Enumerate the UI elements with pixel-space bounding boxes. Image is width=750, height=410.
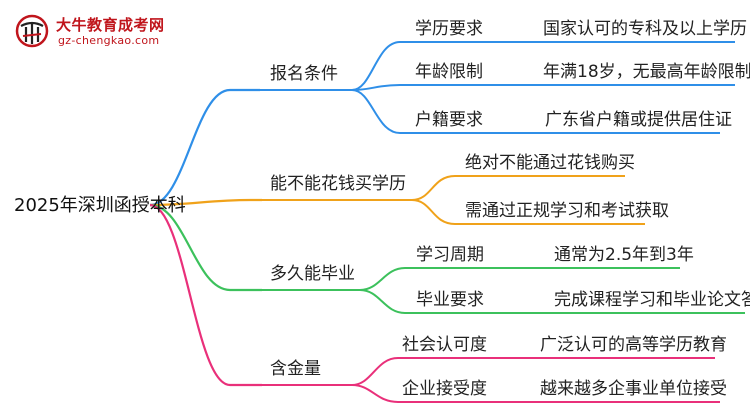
branch-3-label: 多久能毕业 bbox=[270, 264, 355, 284]
connector-root-3 bbox=[149, 203, 262, 292]
b1-item-1-value: 国家认可的专科及以上学历 bbox=[543, 19, 747, 39]
logo-title: 大牛教育成考网 bbox=[56, 16, 165, 34]
connector-root-4 bbox=[149, 203, 262, 387]
b1-item-2-value: 年满18岁，无最高年龄限制 bbox=[543, 62, 750, 82]
b1-item-2-key: 年龄限制 bbox=[415, 62, 483, 82]
connector-root-2 bbox=[149, 198, 262, 207]
b4-item-2-key: 企业接受度 bbox=[402, 379, 487, 399]
connector-b4-2 bbox=[351, 384, 720, 403]
connector-b1-2 bbox=[351, 84, 735, 91]
b3-item-2-value: 完成课程学习和毕业论文答辩 bbox=[554, 290, 750, 310]
b1-item-1-key: 学历要求 bbox=[415, 19, 483, 39]
b3-item-1-value: 通常为2.5年到3年 bbox=[554, 245, 694, 265]
branch-4-label: 含金量 bbox=[270, 359, 321, 379]
connector-b4-1 bbox=[351, 357, 715, 386]
b4-item-1-value: 广泛认可的高等学历教育 bbox=[540, 335, 727, 355]
connector-b2-1 bbox=[411, 175, 625, 201]
connector-b2-2 bbox=[411, 199, 645, 225]
b1-item-3-key: 户籍要求 bbox=[415, 110, 483, 130]
connector-b1-1 bbox=[351, 41, 735, 91]
logo-url: gz-chengkao.com bbox=[58, 34, 160, 47]
connector-root-1 bbox=[149, 88, 260, 207]
logo-mark-icon bbox=[15, 14, 49, 48]
b1-item-3-value: 广东省户籍或提供居住证 bbox=[545, 110, 732, 130]
b3-item-1-key: 学习周期 bbox=[416, 245, 484, 265]
branch-1-label: 报名条件 bbox=[270, 64, 338, 84]
b4-item-1-key: 社会认可度 bbox=[402, 335, 487, 355]
b2-item-1-value: 绝对不能通过花钱购买 bbox=[465, 153, 635, 173]
root-topic: 2025年深圳函授本科 bbox=[14, 195, 186, 216]
connector-b3-1 bbox=[359, 267, 680, 291]
connector-b1-3 bbox=[351, 89, 720, 134]
b3-item-2-key: 毕业要求 bbox=[416, 290, 484, 310]
b2-item-2-value: 需通过正规学习和考试获取 bbox=[465, 201, 669, 221]
connector-b3-2 bbox=[359, 289, 745, 314]
branch-2-label: 能不能花钱买学历 bbox=[270, 174, 406, 194]
b4-item-2-value: 越来越多企事业单位接受 bbox=[540, 379, 727, 399]
